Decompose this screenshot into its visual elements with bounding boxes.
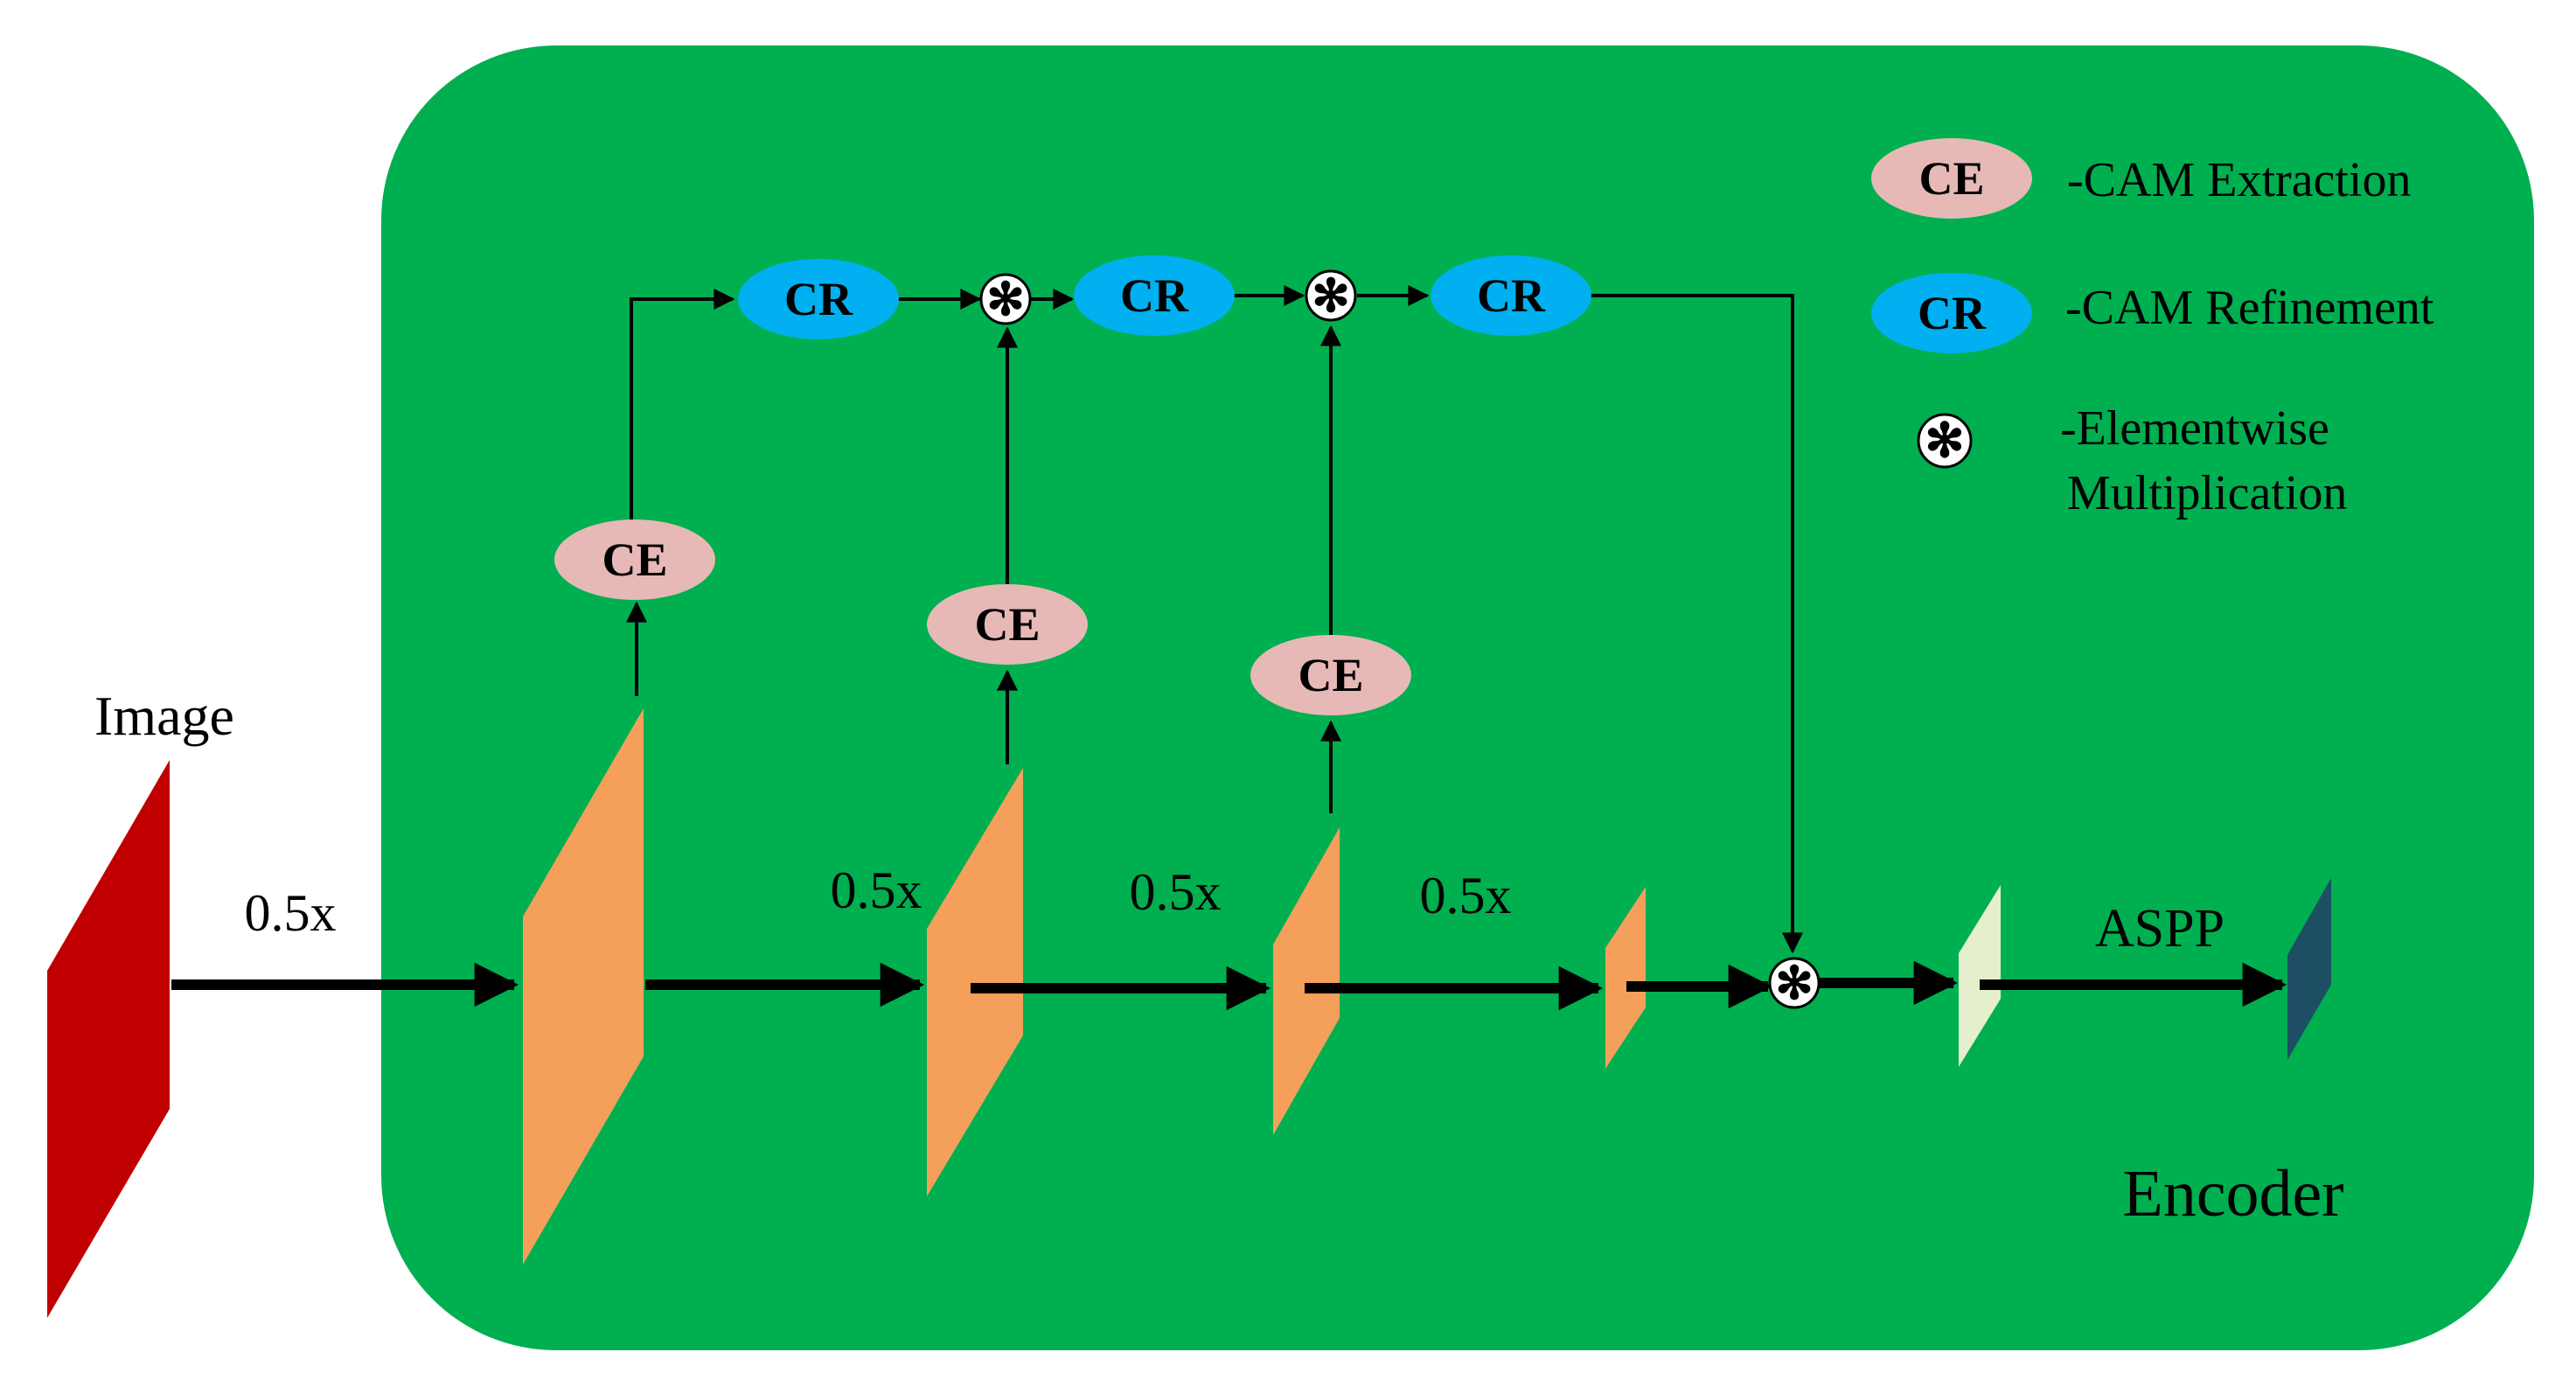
cr-node-2: CR (1074, 255, 1235, 336)
legend-ce: CE -CAM Extraction (1871, 138, 2411, 219)
legend-cr-text: -CAM Refinement (2065, 281, 2434, 335)
scale-label-2: 0.5x (831, 861, 922, 919)
scale-label-4: 0.5x (1420, 867, 1512, 924)
aspp-label: ASPP (2095, 899, 2224, 958)
image-label: Image (94, 685, 234, 747)
ce-node-3-label: CE (1298, 649, 1363, 701)
legend-mult-text-line1: -Elementwise (2060, 401, 2329, 456)
legend-cr: CR -CAM Refinement (1871, 273, 2434, 353)
arrow-ce1-to-cr1 (630, 289, 735, 526)
legend-mult-text-line2: Multiplication (2067, 466, 2347, 520)
feature-block-3 (1273, 827, 1340, 1135)
feature-block-1 (523, 708, 644, 1265)
cr-node-2-label: CR (1120, 269, 1189, 322)
encoder-label: Encoder (2122, 1157, 2343, 1230)
cr-node-3: CR (1431, 255, 1591, 336)
legend: CE -CAM Extraction CR -CAM Refinement ✻ … (1871, 138, 2434, 520)
ce-node-2: CE (927, 584, 1088, 665)
mult-node-2-icon: ✻ (1312, 272, 1350, 322)
legend-mult: ✻ -Elementwise Multiplication (1917, 401, 2347, 520)
cr-node-1: CR (738, 259, 899, 339)
image-block (47, 760, 170, 1318)
scale-label-1: 0.5x (245, 884, 337, 942)
cr-node-1-label: CR (784, 273, 853, 325)
aspp-output-block (2287, 878, 2331, 1060)
legend-ce-text: -CAM Extraction (2067, 153, 2411, 207)
fused-block (1959, 885, 2001, 1067)
mult-node-3-icon: ✻ (1775, 959, 1814, 1009)
ce-node-2-label: CE (974, 598, 1040, 651)
legend-cr-symbol: CR (1918, 287, 1987, 339)
feature-block-2 (927, 768, 1023, 1196)
ce-node-3: CE (1250, 635, 1411, 715)
mult-node-2: ✻ (1305, 269, 1357, 322)
scale-label-3: 0.5x (1130, 863, 1222, 921)
arrow-cr3-to-mult3 (1590, 294, 1803, 954)
legend-ce-symbol: CE (1918, 152, 1984, 205)
legend-mult-icon: ✻ (1925, 415, 1964, 467)
ce-node-1-label: CE (602, 533, 667, 586)
feature-block-4 (1605, 887, 1646, 1069)
mult-node-3: ✻ (1768, 957, 1821, 1009)
ce-node-1: CE (554, 519, 715, 600)
cr-node-3-label: CR (1477, 269, 1546, 322)
mult-node-1: ✻ (979, 273, 1032, 325)
encoder-panel (381, 45, 2534, 1350)
mult-node-1-icon: ✻ (986, 275, 1025, 325)
